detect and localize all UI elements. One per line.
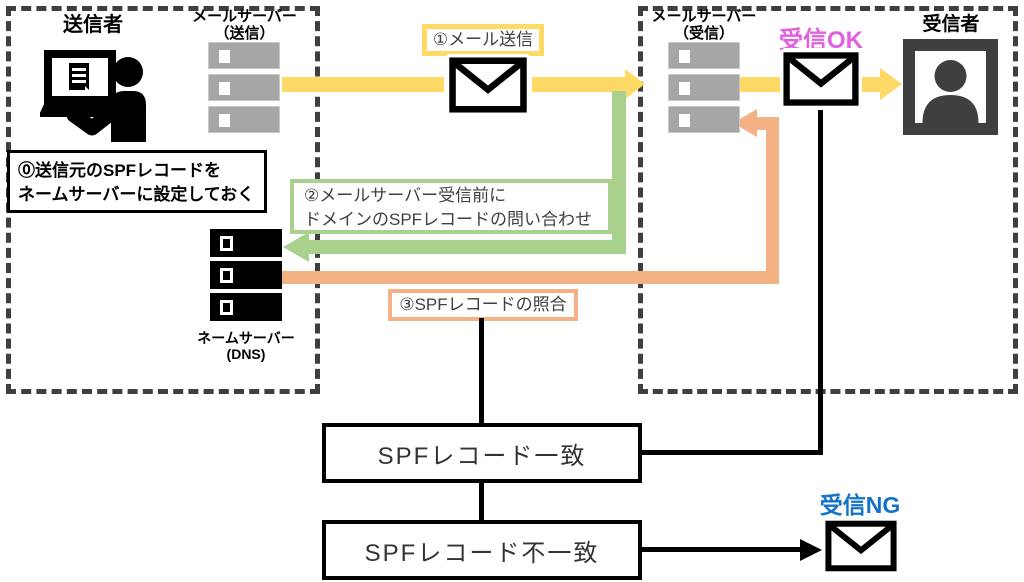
receiver-domain-panel (638, 6, 1018, 394)
spf-response-arrow-vertical (766, 117, 779, 284)
receiving-server-icon (668, 106, 740, 133)
step0-note-box: ⓪送信元のSPFレコードを ネームサーバーに設定しておく (7, 150, 267, 213)
step1-label-box: ①メール送信 (422, 24, 544, 56)
sending-server-icon (208, 106, 280, 133)
ok-connector-vertical (818, 108, 823, 455)
spf-query-arrow-vertical (612, 91, 626, 254)
ng-arrowhead (800, 539, 822, 561)
step3-label-box: ③SPFレコードの照合 (388, 289, 578, 321)
receive-ng-label: 受信NG (819, 492, 901, 518)
match-to-mismatch-connector (479, 483, 484, 520)
receiving-mail-server-label: メールサーバー （受信） (651, 8, 757, 43)
spf-query-arrow-body (305, 240, 626, 254)
mail-deliver-arrowhead (880, 68, 902, 100)
spf-match-box: SPFレコード一致 (322, 423, 642, 483)
receiver-label: 受信者 (922, 14, 980, 35)
dns-server-label: ネームサーバー (DNS) (197, 330, 295, 363)
spf-response-arrow-stub (755, 117, 779, 130)
sending-mail-server-label: メールサーバー （送信） (192, 8, 297, 43)
mail-envelope-icon (444, 54, 532, 116)
sender-label: 送信者 (63, 14, 123, 36)
step3-to-match-connector (479, 318, 484, 423)
receiver-person-icon (903, 39, 998, 135)
step2-label-box: ②メールサーバー受信前に ドメインのSPFレコードの問い合わせ (290, 179, 612, 234)
spf-response-arrow-body (282, 271, 779, 284)
dns-server-icon (210, 293, 282, 321)
dns-server-icon (210, 261, 282, 289)
rejected-mail-envelope-icon (822, 516, 900, 576)
sending-server-icon (208, 74, 280, 101)
spf-query-arrowhead (283, 232, 309, 262)
ng-connector-horizontal (642, 547, 800, 552)
sender-person-computer-icon (38, 45, 150, 142)
receiving-server-icon (668, 42, 740, 69)
mail-send-arrowhead (625, 69, 645, 99)
sending-server-icon (208, 42, 280, 69)
dns-server-icon (210, 229, 282, 257)
receiving-server-icon (668, 74, 740, 101)
ok-connector-horizontal (642, 450, 823, 455)
received-mail-envelope-icon (780, 48, 862, 110)
spf-mismatch-box: SPFレコード不一致 (322, 520, 642, 580)
